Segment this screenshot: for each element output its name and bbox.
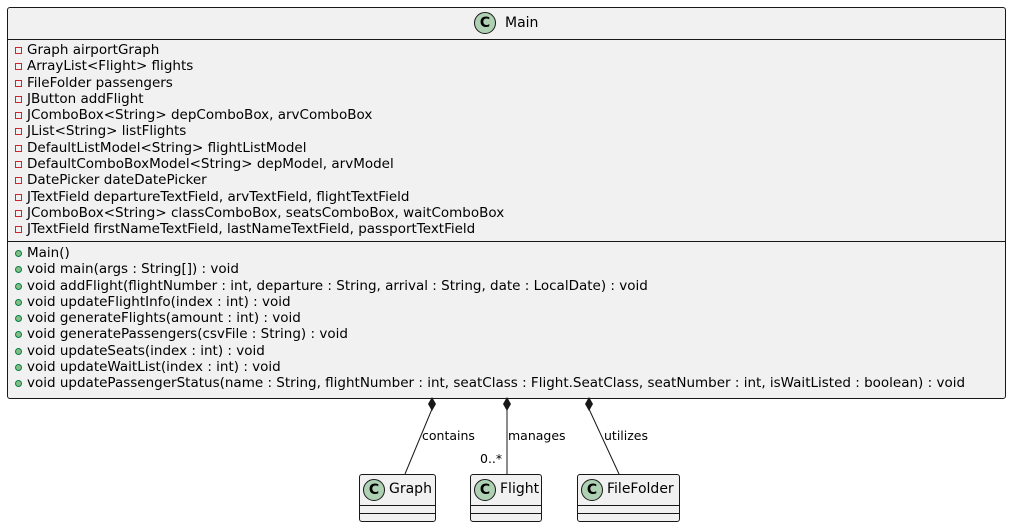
relation-contains bbox=[404, 397, 436, 475]
private-visibility-icon bbox=[15, 128, 22, 136]
operation-text: void generateFlights(amount : int) : voi… bbox=[27, 310, 301, 327]
relation-utilizes bbox=[585, 397, 620, 475]
attribute-row: DatePicker dateDatePicker bbox=[8, 172, 1005, 188]
class-icon: C bbox=[474, 12, 496, 34]
relation-multiplicity-manages: 0..* bbox=[480, 451, 503, 466]
public-visibility-icon bbox=[15, 315, 22, 323]
attribute-text: JComboBox<String> depComboBox, arvComboB… bbox=[27, 107, 373, 124]
operation-text: void updateWaitList(index : int) : void bbox=[27, 359, 281, 376]
private-visibility-icon bbox=[15, 144, 22, 152]
attribute-text: JButton addFlight bbox=[27, 90, 144, 107]
attribute-row: JTextField departureTextField, arvTextFi… bbox=[8, 189, 1005, 205]
relation-label-contains: contains bbox=[422, 428, 475, 443]
operation-row: void generateFlights(amount : int) : voi… bbox=[8, 310, 1005, 326]
private-visibility-icon bbox=[15, 79, 22, 87]
attribute-text: DatePicker dateDatePicker bbox=[27, 172, 207, 189]
public-visibility-icon bbox=[15, 250, 22, 257]
attribute-row: JTextField firstNameTextField, lastNameT… bbox=[8, 221, 1005, 237]
attribute-text: DefaultListModel<String> flightListModel bbox=[27, 139, 307, 156]
divider bbox=[360, 513, 435, 514]
public-visibility-icon bbox=[15, 331, 22, 339]
public-visibility-icon bbox=[15, 380, 22, 388]
relation-label-manages: manages bbox=[508, 428, 566, 443]
operation-row: void main(args : String[]) : void bbox=[8, 261, 1005, 277]
operation-text: void generatePassengers(csvFile : String… bbox=[27, 326, 348, 343]
operation-text: void updatePassengerStatus(name : String… bbox=[27, 375, 966, 392]
relation-manages bbox=[503, 397, 511, 474]
operation-row: void updateFlightInfo(index : int) : voi… bbox=[8, 294, 1005, 310]
class-icon: C bbox=[581, 479, 603, 501]
attribute-row: JComboBox<String> depComboBox, arvComboB… bbox=[8, 107, 1005, 123]
divider bbox=[471, 513, 541, 514]
attribute-text: JList<String> listFlights bbox=[27, 123, 187, 140]
filefolder-class-name: FileFolder bbox=[607, 481, 674, 497]
operation-text: void main(args : String[]) : void bbox=[27, 261, 239, 278]
graph-class-name: Graph bbox=[389, 481, 432, 497]
private-visibility-icon bbox=[15, 209, 22, 217]
relation-label-utilizes: utilizes bbox=[604, 428, 649, 443]
flight-class-box: C Flight bbox=[470, 474, 542, 522]
operation-row: void updatePassengerStatus(name : String… bbox=[8, 375, 1005, 391]
operation-text: void updateSeats(index : int) : void bbox=[27, 342, 265, 359]
composition-diamond-icon bbox=[503, 397, 511, 411]
private-visibility-icon bbox=[15, 95, 22, 103]
flight-class-name: Flight bbox=[500, 481, 540, 497]
attribute-text: JTextField firstNameTextField, lastNameT… bbox=[27, 221, 476, 238]
operation-row: void updateWaitList(index : int) : void bbox=[8, 359, 1005, 375]
operation-row: void updateSeats(index : int) : void bbox=[8, 343, 1005, 359]
operation-text: void updateFlightInfo(index : int) : voi… bbox=[27, 293, 291, 310]
attribute-row: DefaultComboBoxModel<String> depModel, a… bbox=[8, 156, 1005, 172]
attribute-row: DefaultListModel<String> flightListModel bbox=[8, 140, 1005, 156]
operation-row: void generatePassengers(csvFile : String… bbox=[8, 326, 1005, 342]
attribute-text: Graph airportGraph bbox=[27, 42, 160, 58]
public-visibility-icon bbox=[15, 282, 22, 290]
attribute-text: FileFolder passengers bbox=[27, 74, 173, 91]
graph-class-box: C Graph bbox=[359, 474, 436, 522]
private-visibility-icon bbox=[15, 47, 22, 54]
public-visibility-icon bbox=[15, 347, 22, 355]
main-class-header: C Main bbox=[8, 8, 1005, 40]
private-visibility-icon bbox=[15, 161, 22, 169]
attribute-row: Graph airportGraph bbox=[8, 42, 1005, 58]
attribute-row: FileFolder passengers bbox=[8, 75, 1005, 91]
operation-text: Main() bbox=[27, 245, 70, 261]
class-icon: C bbox=[363, 479, 385, 501]
attribute-row: JComboBox<String> classComboBox, seatsCo… bbox=[8, 205, 1005, 221]
attribute-row: ArrayList<Flight> flights bbox=[8, 58, 1005, 74]
filefolder-class-box: C FileFolder bbox=[577, 474, 680, 522]
composition-diamond-icon bbox=[428, 397, 436, 411]
attribute-text: JComboBox<String> classComboBox, seatsCo… bbox=[27, 204, 505, 221]
main-class-name: Main bbox=[505, 15, 539, 31]
private-visibility-icon bbox=[15, 193, 22, 201]
private-visibility-icon bbox=[15, 226, 22, 234]
composition-diamond-icon bbox=[585, 397, 593, 411]
private-visibility-icon bbox=[15, 112, 22, 120]
private-visibility-icon bbox=[15, 177, 22, 185]
public-visibility-icon bbox=[15, 298, 22, 306]
public-visibility-icon bbox=[15, 266, 22, 274]
attribute-text: DefaultComboBoxModel<String> depModel, a… bbox=[27, 156, 394, 173]
attribute-text: JTextField departureTextField, arvTextFi… bbox=[27, 188, 410, 205]
attribute-row: JButton addFlight bbox=[8, 91, 1005, 107]
operation-text: void addFlight(flightNumber : int, depar… bbox=[27, 277, 648, 294]
operation-row: Main() bbox=[8, 245, 1005, 261]
attribute-row: JList<String> listFlights bbox=[8, 123, 1005, 139]
class-icon: C bbox=[474, 479, 496, 501]
public-visibility-icon bbox=[15, 364, 22, 372]
divider bbox=[578, 513, 679, 514]
private-visibility-icon bbox=[15, 63, 22, 71]
operation-row: void addFlight(flightNumber : int, depar… bbox=[8, 278, 1005, 294]
attribute-text: ArrayList<Flight> flights bbox=[27, 58, 194, 75]
